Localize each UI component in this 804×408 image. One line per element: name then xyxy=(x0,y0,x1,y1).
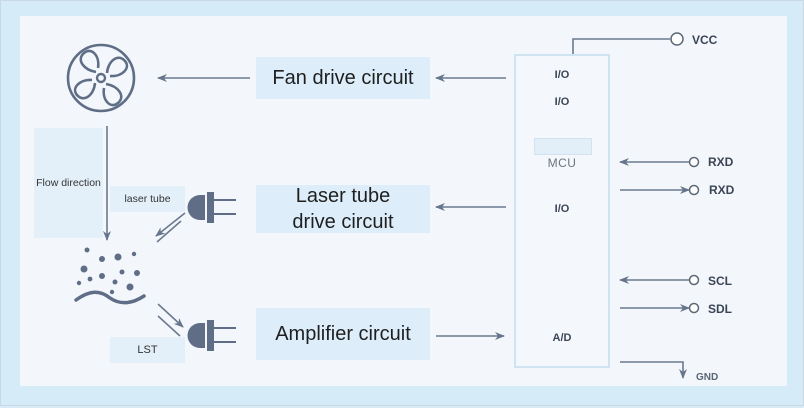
amplifier-circuit-block: Amplifier circuit xyxy=(256,308,430,360)
rxd-out-label: RXD xyxy=(709,183,735,197)
photo-receiver-icon xyxy=(187,320,236,351)
laser-emitter-icon xyxy=(187,192,236,223)
scatter-beam-2 xyxy=(157,315,181,337)
scl-terminal xyxy=(688,274,700,286)
laser-tube-drive-circuit-block: Laser tube drive circuit xyxy=(256,185,430,233)
mcu-pin-ad: A/D xyxy=(552,332,572,344)
laser-beam-1 xyxy=(155,212,186,237)
particles-icon xyxy=(74,247,146,305)
fan-icon xyxy=(66,43,136,113)
laser-beam-2 xyxy=(156,220,182,243)
sdl-label: SDL xyxy=(708,302,732,316)
scl-label: SCL xyxy=(708,274,732,288)
mcu-label: MCU xyxy=(547,156,577,170)
mcu-block xyxy=(514,54,610,368)
vcc-line xyxy=(572,38,670,54)
vcc-terminal xyxy=(670,32,684,46)
gnd-label: GND xyxy=(696,372,719,383)
rxd-in-label: RXD xyxy=(708,155,734,169)
mcu-pin-io-1: I/O xyxy=(554,69,570,81)
laser-tube-label: laser tube xyxy=(110,186,185,212)
rxd-in-terminal xyxy=(688,156,700,168)
scatter-beam-1 xyxy=(157,303,184,328)
mcu-chip-marker xyxy=(534,138,592,155)
flow-direction-label: Flow direction xyxy=(34,128,103,238)
mcu-pin-io-2: I/O xyxy=(554,96,570,108)
mcu-pin-io-3: I/O xyxy=(554,203,570,215)
sdl-terminal xyxy=(688,302,700,314)
fan-drive-circuit-block: Fan drive circuit xyxy=(256,57,430,99)
lst-label: LST xyxy=(110,337,185,363)
gnd-line xyxy=(620,361,687,379)
rxd-out-terminal xyxy=(688,184,700,196)
vcc-label: VCC xyxy=(692,33,718,47)
